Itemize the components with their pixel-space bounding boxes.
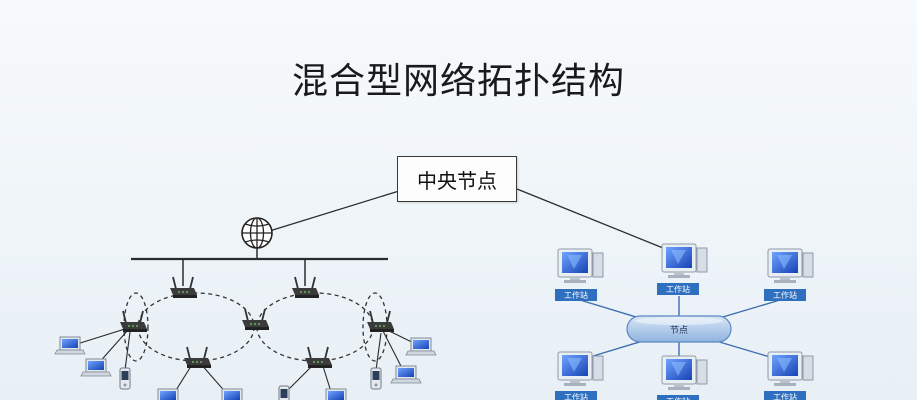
monitor-icon [661,355,708,391]
workstation-label: 工作站 [773,290,797,300]
laptop-icon [405,337,437,356]
workstation-label-bg [555,391,597,400]
workstation-label: 工作站 [666,284,690,294]
workstation-label-bg [555,289,597,301]
star-hub-node [626,315,732,343]
laptop-icon [152,388,184,400]
wireless-router-icon [119,310,148,333]
monitor-icon [557,351,604,387]
central-node-label: 中央节点 [417,168,497,193]
laptop-icon [80,358,112,377]
workstation-label: 工作站 [666,396,690,400]
laptop-icon [320,388,352,400]
wireless-router-icon [304,346,333,369]
mobile-phone-icon [119,367,131,390]
monitor-icon [661,243,708,279]
central-to-globe-link [262,190,400,234]
central-node: 中央节点 [397,156,517,202]
wireless-ring [137,292,255,362]
diagram-title: 混合型网络拓扑结构 [291,61,625,102]
workstation-label-bg [764,289,806,301]
laptop-icon [390,365,422,384]
monitor-icon [557,248,604,284]
workstation-label: 工作站 [773,392,797,400]
wireless-router-icon [366,310,395,333]
monitor-icon [767,248,814,284]
laptop-icon [216,388,248,400]
laptop-icon [54,336,86,355]
mobile-phone-icon [278,385,290,400]
globe-icon [241,217,273,249]
wireless-router-icon [183,346,212,369]
star-hub-label: 节点 [670,325,688,336]
workstation-label-bg [764,391,806,400]
workstation-label-bg [657,283,699,295]
central-to-star-link [516,188,674,253]
workstation-label: 工作站 [564,392,588,400]
wireless-ring [256,292,374,362]
workstation-label-bg [657,395,699,400]
monitor-icon [767,351,814,387]
mobile-phone-icon [370,367,382,390]
workstation-label: 工作站 [564,290,588,300]
wireless-router-icon [241,308,270,331]
